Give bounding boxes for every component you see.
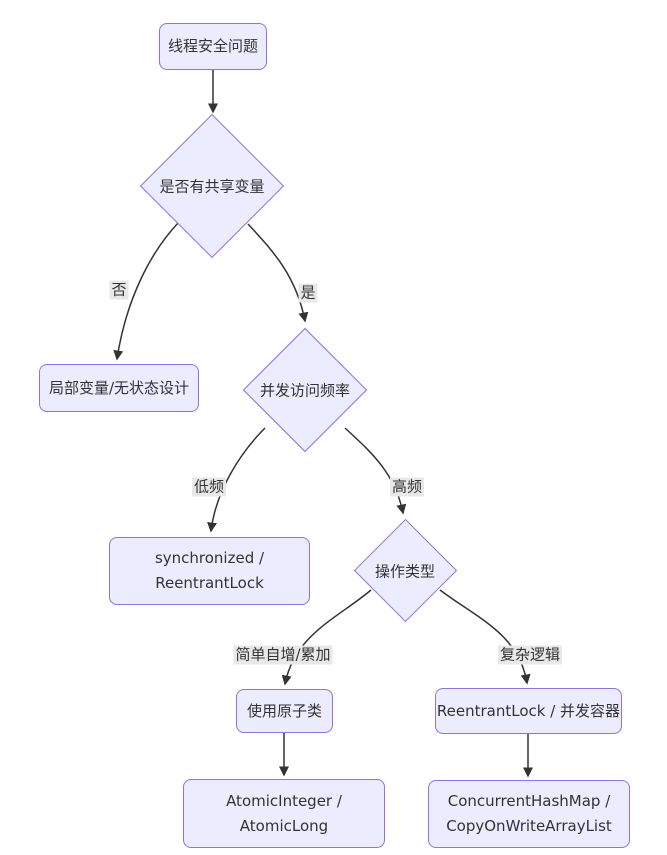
- edge-yes-to-decision-frequency: [247, 223, 309, 323]
- node-atomic-integer-long: AtomicInteger / AtomicLong: [183, 779, 385, 848]
- node-concurrent-hashmap-list: ConcurrentHashMap / CopyOnWriteArrayList: [428, 780, 630, 848]
- node-concurrent-hashmap-line1: ConcurrentHashMap /: [447, 792, 611, 810]
- node-use-atomic-class-label: 使用原子类: [246, 701, 322, 720]
- edge-no-to-stateless: [113, 222, 179, 361]
- node-concurrent-hashmap-line2: CopyOnWriteArrayList: [446, 817, 612, 835]
- edge-label-simple-increment: 简单自增/累加: [233, 645, 333, 665]
- edge-highfreq-to-decision-optype: [344, 427, 407, 515]
- node-synchronized-line2: ReentrantLock: [155, 574, 264, 592]
- node-stateless-design: 局部变量/无状态设计: [39, 364, 199, 412]
- node-reentrantlock-container: ReentrantLock / 并发容器: [435, 688, 622, 734]
- node-synchronized-reentrantlock: synchronized / ReentrantLock: [109, 537, 310, 605]
- node-reentrantlock-container-label: ReentrantLock / 并发容器: [436, 701, 621, 720]
- edge-lowfreq-to-sync-lock: [207, 427, 266, 533]
- edge-label-high-frequency: 高频: [389, 477, 425, 497]
- edge-simple-to-atomic: [281, 589, 372, 686]
- node-synchronized-line1: synchronized /: [154, 549, 265, 567]
- node-thread-safety-label: 线程安全问题: [167, 37, 258, 55]
- edge-label-low-frequency: 低频: [191, 477, 227, 497]
- node-stateless-design-label: 局部变量/无状态设计: [48, 378, 190, 397]
- node-use-atomic-class: 使用原子类: [236, 689, 333, 733]
- node-atomic-integer-line1: AtomicInteger /: [226, 791, 342, 810]
- edge-complex-to-lock-container: [439, 589, 531, 685]
- edge-label-complex-logic: 复杂逻辑: [497, 645, 563, 665]
- node-thread-safety-start: 线程安全问题: [159, 23, 267, 70]
- decision-shared-vars-label: 是否有共享变量: [159, 177, 265, 196]
- decision-operation-type-label: 操作类型: [374, 562, 436, 581]
- edge-label-no: 否: [109, 280, 129, 300]
- edge-label-yes: 是: [298, 283, 318, 303]
- node-atomic-integer-line2: AtomicLong: [239, 816, 329, 835]
- decision-access-frequency-label: 并发访问频率: [259, 381, 351, 400]
